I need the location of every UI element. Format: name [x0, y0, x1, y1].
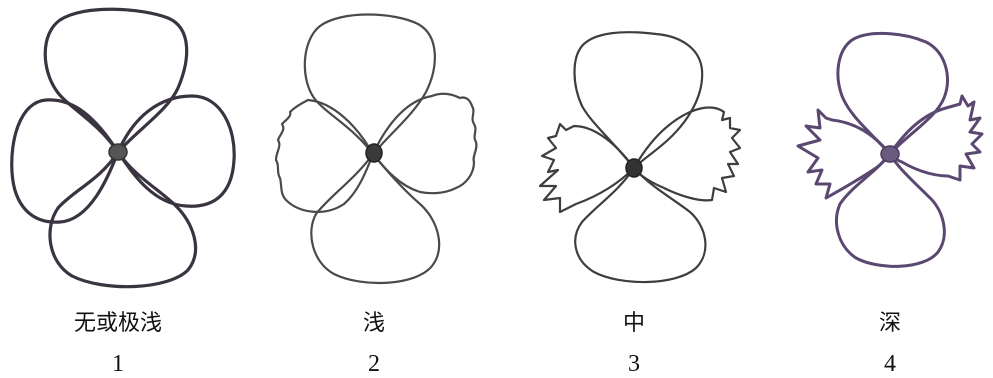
flower-1-top-petal — [43, 7, 189, 154]
flower-3-center — [625, 158, 643, 178]
caption-label-1: 无或极浅 — [73, 311, 162, 336]
flower-3-top-petal — [573, 31, 704, 170]
caption-number-1: 1 — [112, 351, 124, 377]
flower-2-left-petal — [274, 98, 375, 213]
flower-4-top-petal — [836, 31, 949, 156]
caption-number-3: 3 — [628, 351, 640, 377]
flower-4-center — [880, 145, 900, 163]
flower-1 — [10, 7, 236, 289]
flower-2-center — [365, 143, 383, 163]
caption-number-4: 4 — [884, 351, 896, 377]
flower-1-center — [108, 143, 128, 161]
flower-2-top-petal — [303, 13, 436, 156]
flower-3-left-petal — [538, 122, 636, 214]
flower-2 — [274, 13, 478, 285]
caption-label-3: 中 — [622, 311, 645, 336]
flower-4-left-petal — [796, 108, 892, 200]
flower-3-bottom-petal — [574, 166, 707, 284]
flower-1-left-petal — [10, 98, 120, 224]
flower-3-right-petal — [632, 106, 742, 202]
flower-2-right-petal — [371, 92, 478, 195]
flower-3 — [538, 31, 742, 284]
caption-label-2: 浅 — [362, 311, 385, 336]
flower-4-bottom-petal — [835, 152, 946, 268]
flower-4-right-petal — [888, 94, 984, 182]
flower-2-bottom-petal — [310, 152, 441, 285]
flower-1-bottom-petal — [48, 150, 198, 289]
flower-4 — [796, 31, 984, 268]
flower-diagrams — [10, 7, 984, 289]
caption-number-2: 2 — [368, 351, 380, 377]
flower-1-right-petal — [116, 94, 236, 208]
caption-label-4: 深 — [878, 311, 901, 336]
